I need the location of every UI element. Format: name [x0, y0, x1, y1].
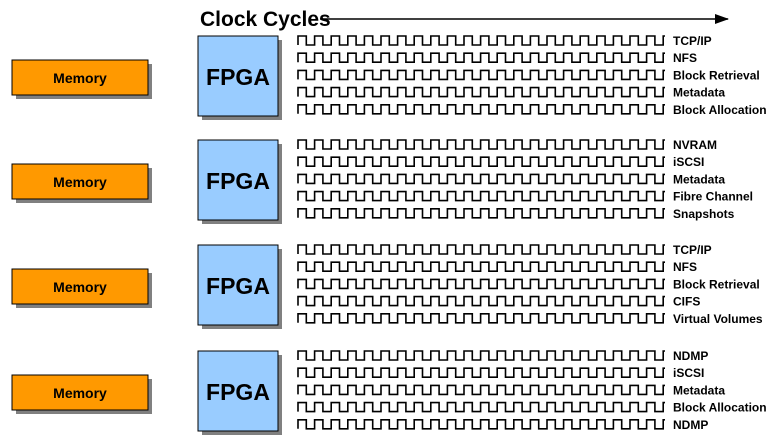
group-1: Memory FPGA TCP/IP NFS Block RetrievalMetada…	[11, 34, 767, 120]
fpga-label: FPGA	[206, 64, 270, 90]
clock-waveform	[297, 104, 665, 115]
fpga-box	[197, 350, 279, 432]
clock-waveform	[297, 367, 665, 378]
clock-waveform	[297, 261, 665, 272]
clock-waveform	[297, 35, 665, 46]
clock-waveform	[297, 69, 665, 81]
clock-waveform	[297, 86, 665, 98]
clock-waveform	[297, 139, 665, 150]
memory-box	[11, 163, 149, 200]
fpga-label: FPGA	[206, 379, 270, 405]
clock-waveform	[297, 173, 665, 185]
fpga-box	[197, 139, 279, 221]
memory-box	[11, 374, 149, 411]
clock-waveform	[297, 52, 665, 63]
clock-cycles-title: Clock Cycles	[200, 8, 331, 31]
signal-label: Block Retrieval	[673, 68, 760, 82]
clock-waveform	[297, 278, 665, 290]
fpga-label: FPGA	[206, 168, 270, 194]
signal-label: Metadata	[673, 86, 725, 100]
signal-label: NDMP	[673, 418, 708, 432]
signal-label: CIFS	[673, 295, 700, 309]
signal-label: iSCSI	[673, 155, 704, 169]
clock-waveform	[297, 419, 665, 430]
signal-label: iSCSI	[673, 366, 704, 380]
memory-box	[11, 268, 149, 305]
fpga-box	[197, 244, 279, 326]
signal-label: Metadata	[673, 172, 725, 186]
signal-label: Block Allocation	[673, 103, 767, 117]
signal-label: NFS	[673, 51, 697, 65]
memory-label: Memory	[53, 70, 107, 86]
signal-label: NDMP	[673, 349, 708, 363]
memory-label: Memory	[53, 279, 107, 295]
signal-label: Block Retrieval	[673, 277, 760, 291]
signal-label: NFS	[673, 260, 697, 274]
signal-label: Block Allocation	[673, 401, 767, 415]
clock-waveform	[297, 295, 665, 307]
fpga-label: FPGA	[206, 273, 270, 299]
clock-waveform	[297, 313, 665, 324]
clock-waveform	[297, 244, 665, 255]
clock-waveform	[297, 156, 665, 167]
memory-box	[11, 59, 149, 96]
signal-label: NVRAM	[673, 138, 717, 152]
signal-label: Virtual Volumes	[673, 312, 763, 326]
clock-waveform	[297, 384, 665, 396]
signal-label: Snapshots	[673, 207, 735, 221]
signal-label: Metadata	[673, 383, 725, 397]
clock-waveform	[297, 350, 665, 361]
signal-label: TCP/IP	[673, 34, 712, 48]
memory-label: Memory	[53, 174, 107, 190]
clock-waveform	[297, 208, 665, 219]
signal-label: Fibre Channel	[673, 190, 753, 204]
clock-waveform	[297, 190, 665, 202]
signal-label: TCP/IP	[673, 243, 712, 257]
memory-label: Memory	[53, 385, 107, 401]
clock-waveform	[297, 401, 665, 413]
fpga-box	[197, 35, 279, 117]
